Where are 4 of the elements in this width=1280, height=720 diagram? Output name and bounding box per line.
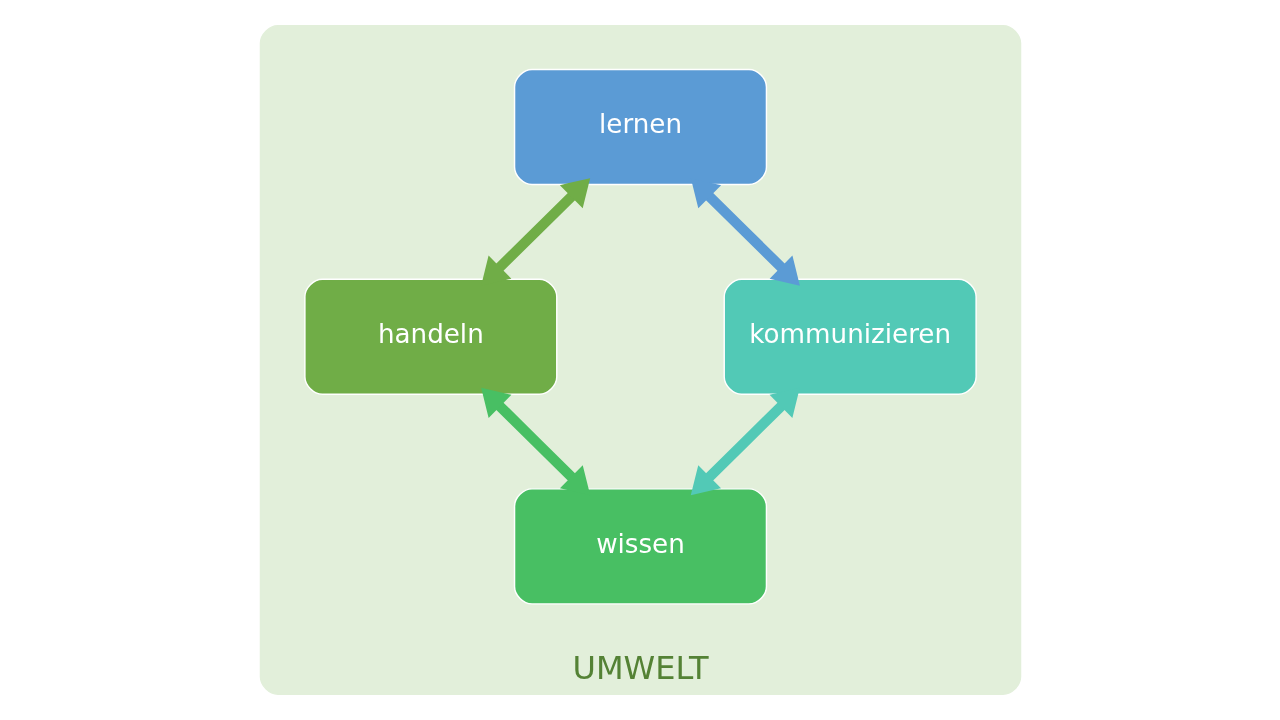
node-box: kommunizieren [723, 278, 977, 395]
node-box: lernen [513, 68, 767, 186]
node-box: wissen [513, 488, 767, 605]
node-box: handeln [303, 278, 557, 395]
